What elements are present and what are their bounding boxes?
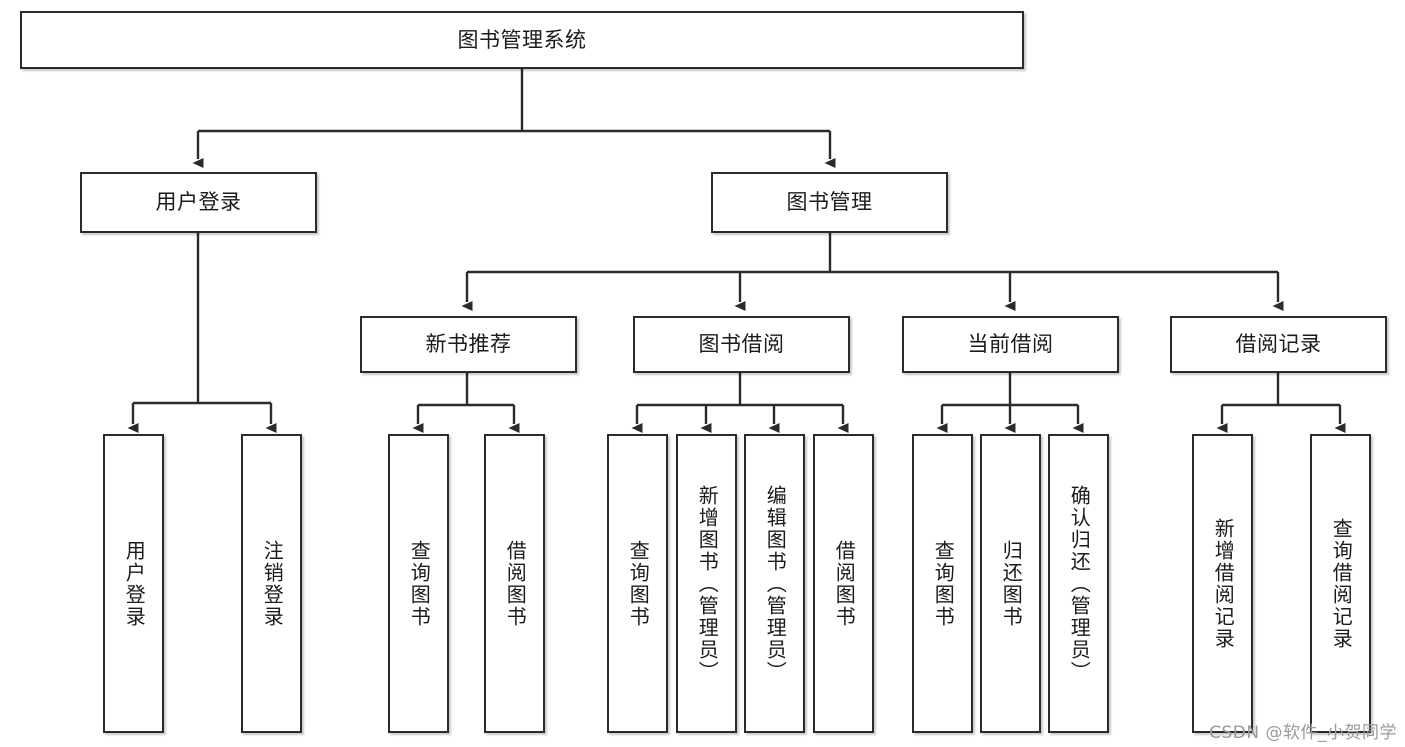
- leaf-user-login-1-label: 用户登录: [122, 539, 147, 628]
- node-book-borrow[interactable]: 图书借阅: [633, 316, 850, 373]
- node-current-borrow[interactable]: 当前借阅: [902, 316, 1119, 373]
- node-borrow-record[interactable]: 借阅记录: [1170, 316, 1387, 373]
- leaf-book-borrow-3[interactable]: 编辑图书（管理员）: [744, 434, 805, 733]
- node-user-login[interactable]: 用户登录: [80, 172, 317, 233]
- node-borrow-record-label: 借阅记录: [1235, 332, 1322, 357]
- leaf-current-borrow-2-label: 归还图书: [999, 539, 1024, 628]
- node-new-book-recommend[interactable]: 新书推荐: [360, 316, 577, 373]
- watermark-text: CSDN @软件_小贺同学: [1209, 723, 1397, 743]
- node-root-label: 图书管理系统: [457, 27, 587, 52]
- leaf-new-book-1[interactable]: 查询图书: [388, 434, 449, 733]
- leaf-user-login-1[interactable]: 用户登录: [103, 434, 164, 733]
- node-book-manage[interactable]: 图书管理: [711, 172, 948, 233]
- leaf-borrow-record-1[interactable]: 新增借阅记录: [1192, 434, 1253, 733]
- leaf-user-login-2-label: 注销登录: [260, 539, 285, 628]
- leaf-borrow-record-2-label: 查询借阅记录: [1329, 517, 1354, 650]
- leaf-book-borrow-4-label: 借阅图书: [832, 539, 857, 628]
- leaf-current-borrow-3-label: 确认归还（管理员）: [1067, 484, 1092, 683]
- leaf-new-book-2[interactable]: 借阅图书: [484, 434, 545, 733]
- leaf-user-login-2[interactable]: 注销登录: [241, 434, 302, 733]
- leaf-borrow-record-1-label: 新增借阅记录: [1211, 517, 1236, 650]
- node-book-manage-label: 图书管理: [786, 190, 873, 215]
- leaf-new-book-1-label: 查询图书: [407, 539, 432, 628]
- node-new-book-recommend-label: 新书推荐: [425, 332, 512, 357]
- node-book-borrow-label: 图书借阅: [698, 332, 785, 357]
- node-root[interactable]: 图书管理系统: [20, 11, 1024, 69]
- leaf-current-borrow-3[interactable]: 确认归还（管理员）: [1048, 434, 1109, 733]
- leaf-book-borrow-2[interactable]: 新增图书（管理员）: [676, 434, 737, 733]
- node-current-borrow-label: 当前借阅: [967, 332, 1054, 357]
- leaf-book-borrow-3-label: 编辑图书（管理员）: [763, 484, 788, 683]
- leaf-book-borrow-1[interactable]: 查询图书: [607, 434, 668, 733]
- leaf-borrow-record-2[interactable]: 查询借阅记录: [1310, 434, 1371, 733]
- leaf-book-borrow-1-label: 查询图书: [626, 539, 651, 628]
- leaf-current-borrow-2[interactable]: 归还图书: [980, 434, 1041, 733]
- leaf-book-borrow-4[interactable]: 借阅图书: [813, 434, 874, 733]
- leaf-current-borrow-1[interactable]: 查询图书: [912, 434, 973, 733]
- leaf-book-borrow-2-label: 新增图书（管理员）: [695, 484, 720, 683]
- node-user-login-label: 用户登录: [155, 190, 242, 215]
- leaf-new-book-2-label: 借阅图书: [503, 539, 528, 628]
- leaf-current-borrow-1-label: 查询图书: [931, 539, 956, 628]
